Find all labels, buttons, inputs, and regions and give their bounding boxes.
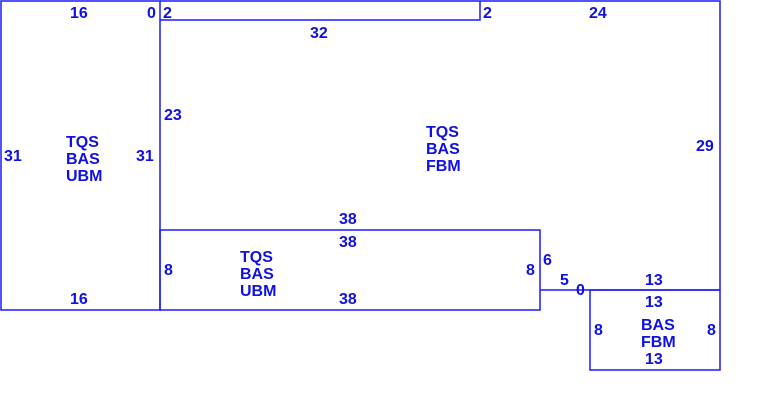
- dimension-label: 31: [4, 148, 22, 165]
- room-label: UBM: [66, 168, 102, 185]
- dimension-label: 16: [70, 291, 88, 308]
- dimension-label: 0: [147, 5, 156, 22]
- room-label: UBM: [240, 283, 276, 300]
- dimension-labels: 16 0 2 2 24 32 23 31 31 29 38 38 8 8 6 5…: [4, 5, 716, 368]
- dimension-label: 38: [339, 234, 357, 251]
- room-bottom-outline: [159, 229, 541, 311]
- room-labels: TQS BAS UBM TQS BAS FBM TQS BAS UBM BAS …: [66, 124, 676, 351]
- dimension-label: 23: [164, 107, 182, 124]
- dimension-label: 2: [483, 5, 492, 22]
- room-label: BAS: [426, 141, 460, 158]
- dimension-label: 2: [163, 5, 172, 22]
- dimension-label: 24: [589, 5, 607, 22]
- dimension-label: 13: [645, 351, 663, 368]
- dimension-label: 0: [576, 282, 585, 299]
- dimension-label: 38: [339, 211, 357, 228]
- dimension-label: 29: [696, 138, 714, 155]
- main-top-right-outline: [160, 0, 721, 290]
- room-small-outline: [589, 289, 721, 371]
- room-label: TQS: [240, 249, 273, 266]
- dimension-label: 5: [560, 272, 569, 289]
- dimension-label: 8: [164, 262, 173, 279]
- dimension-label: 31: [136, 148, 154, 165]
- room-label: TQS: [66, 134, 99, 151]
- dimension-label: 38: [339, 291, 357, 308]
- room-label: BAS: [641, 317, 675, 334]
- room-label: TQS: [426, 124, 459, 141]
- dimension-label: 32: [310, 25, 328, 42]
- dimension-label: 8: [707, 322, 716, 339]
- room-label: FBM: [641, 334, 676, 351]
- room-label: BAS: [240, 266, 274, 283]
- top-notch-outline: [160, 1, 481, 21]
- dimension-label: 6: [543, 252, 552, 269]
- room-left-outline: [0, 0, 161, 311]
- dimension-label: 8: [594, 322, 603, 339]
- room-label: FBM: [426, 158, 461, 175]
- dimension-label: 16: [70, 5, 88, 22]
- room-label: BAS: [66, 151, 100, 168]
- dimension-label: 13: [645, 272, 663, 289]
- dimension-label: 13: [645, 294, 663, 311]
- dimension-label: 8: [526, 262, 535, 279]
- outlines: [0, 0, 721, 371]
